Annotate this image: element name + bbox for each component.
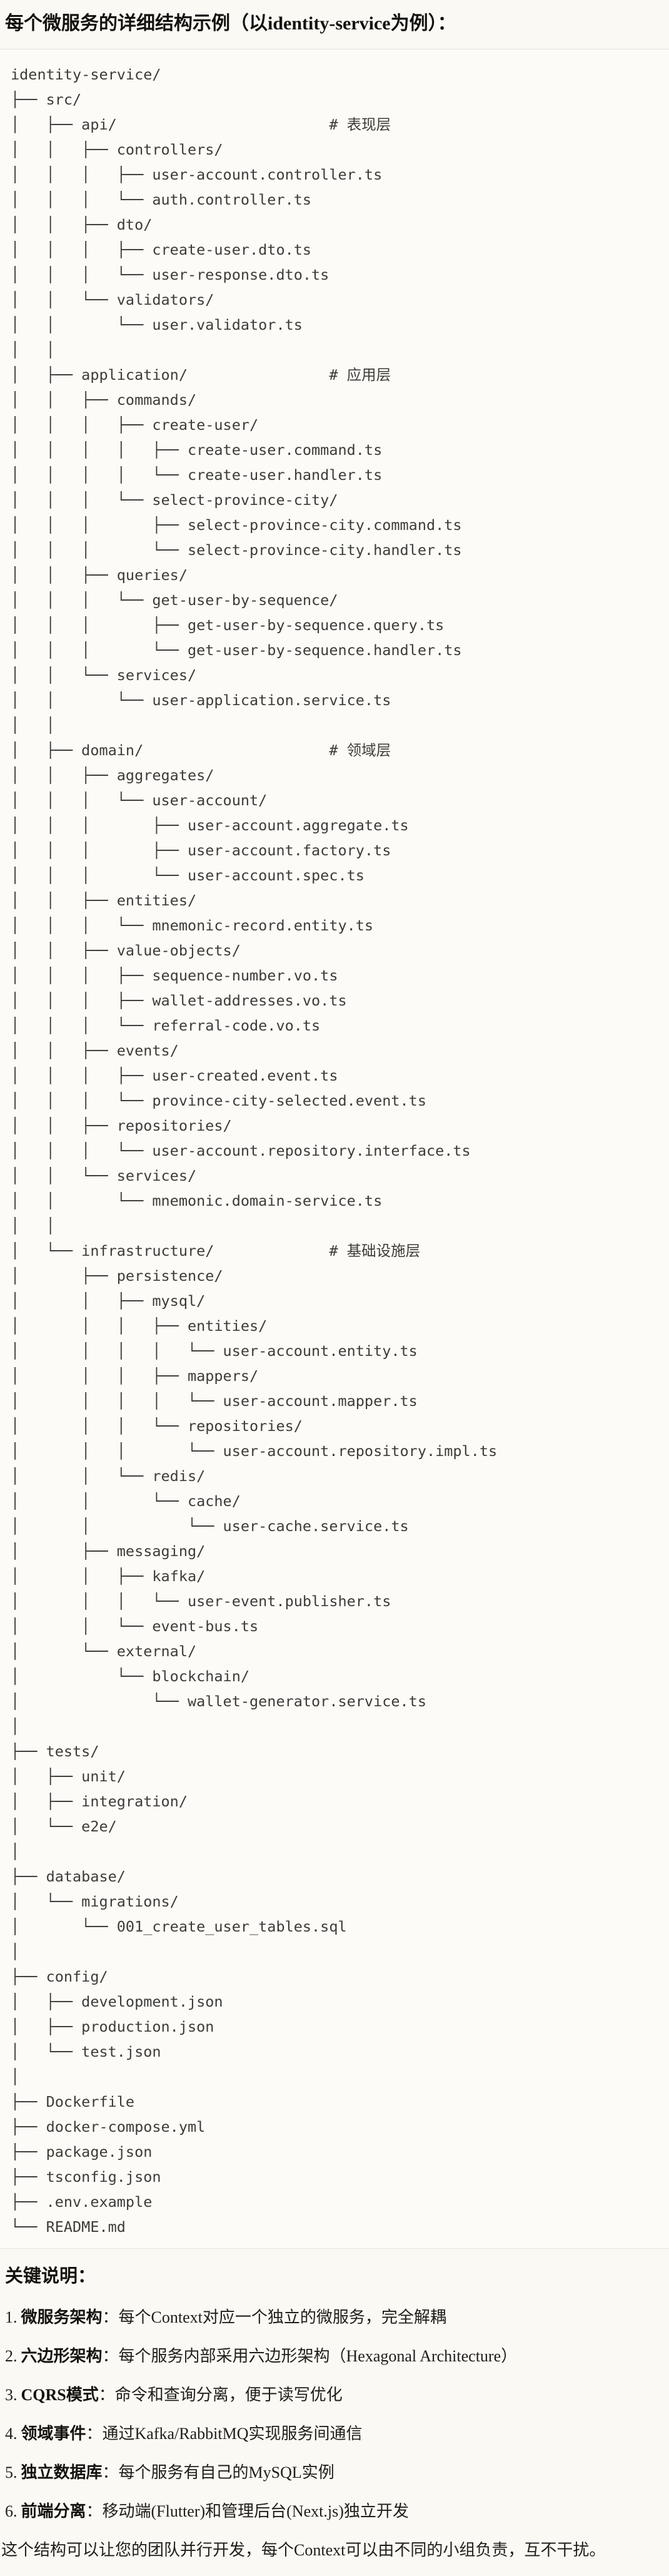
note-number: 2.	[5, 2347, 18, 2365]
note-label: 独立数据库	[21, 2463, 103, 2482]
note-item-6: 6.前端分离：移动端(Flutter)和管理后台(Next.js)独立开发	[5, 2500, 660, 2523]
note-item-4: 4.领域事件：通过Kafka/RabbitMQ实现服务间通信	[5, 2423, 660, 2445]
note-label: 微服务架构	[21, 2308, 103, 2326]
note-text: ：通过Kafka/RabbitMQ实现服务间通信	[86, 2425, 363, 2443]
note-text: ：每个服务有自己的MySQL实例	[102, 2463, 334, 2482]
code-block: identity-service/ ├── src/ │ ├── api/ # …	[0, 49, 669, 2249]
notes-section: 关键说明： 1.微服务架构：每个Context对应一个独立的微服务，完全解耦 2…	[0, 2263, 669, 2562]
note-number: 4.	[5, 2425, 18, 2443]
note-label: 六边形架构	[21, 2347, 103, 2365]
note-number: 5.	[5, 2463, 18, 2482]
directory-tree: identity-service/ ├── src/ │ ├── api/ # …	[11, 66, 498, 2236]
note-text: ：命令和查询分离，便于读写优化	[98, 2386, 343, 2404]
note-number: 6.	[5, 2502, 18, 2520]
note-number: 3.	[5, 2386, 18, 2404]
notes-heading: 关键说明：	[5, 2266, 96, 2286]
note-text: ：每个Context对应一个独立的微服务，完全解耦	[102, 2308, 446, 2326]
note-item-2: 2.六边形架构：每个服务内部采用六边形架构（Hexagonal Architec…	[5, 2345, 660, 2368]
note-label: 领域事件	[21, 2425, 86, 2443]
page-title: 每个微服务的详细结构示例（以identity-service为例）：	[5, 13, 456, 34]
note-text: ：每个服务内部采用六边形架构（Hexagonal Architecture）	[102, 2347, 518, 2365]
note-text: ：移动端(Flutter)和管理后台(Next.js)独立开发	[86, 2502, 409, 2520]
note-item-5: 5.独立数据库：每个服务有自己的MySQL实例	[5, 2461, 660, 2484]
note-label: 前端分离	[21, 2502, 86, 2520]
closing-paragraph: 这个结构可以让您的团队并行开发，每个Context可以由不同的小组负责，互不干扰…	[1, 2541, 606, 2559]
note-item-3: 3.CQRS模式：命令和查询分离，便于读写优化	[5, 2384, 660, 2406]
note-number: 1.	[5, 2308, 18, 2326]
note-item-1: 1.微服务架构：每个Context对应一个独立的微服务，完全解耦	[5, 2306, 660, 2329]
note-label: CQRS模式	[21, 2386, 99, 2404]
